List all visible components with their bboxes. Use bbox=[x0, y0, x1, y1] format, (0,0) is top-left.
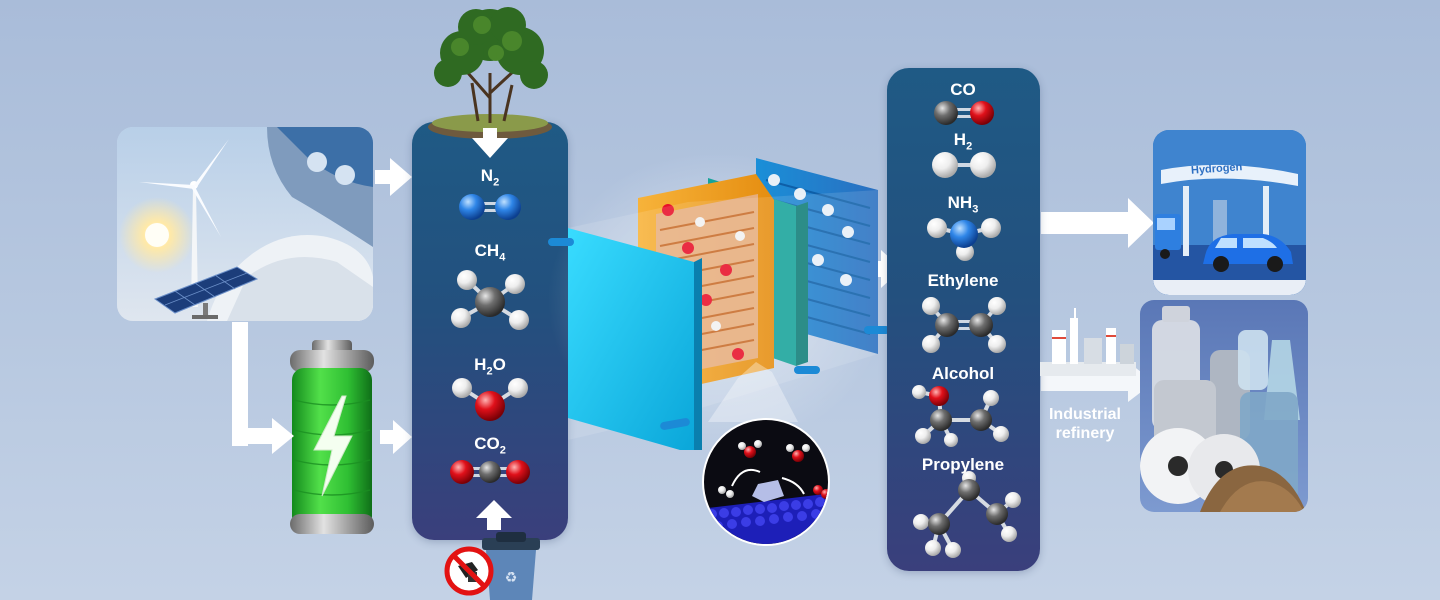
arrow-energy-to-battery bbox=[232, 322, 294, 454]
svg-text:♻: ♻ bbox=[505, 569, 518, 585]
arrow-energy-to-feedstock bbox=[375, 158, 412, 196]
molecule-co2 bbox=[450, 460, 530, 484]
tree-icon bbox=[428, 7, 552, 139]
hydrogen-station-image: Hydrogen bbox=[1153, 130, 1306, 295]
molecule-h2 bbox=[932, 152, 996, 178]
electrolyzer-stack bbox=[548, 150, 890, 450]
label-co: CO bbox=[950, 80, 976, 99]
label-h2: H2 bbox=[953, 130, 973, 153]
molecule-ch4 bbox=[451, 270, 529, 330]
molecule-h2o bbox=[452, 378, 528, 421]
refinery-icon bbox=[1040, 308, 1136, 376]
catalyst-zoom-circle bbox=[702, 418, 830, 546]
refinery-caption: Industrial refinery bbox=[1048, 406, 1121, 442]
battery-icon bbox=[290, 340, 374, 534]
renewable-energy-image bbox=[117, 127, 373, 321]
lightning-bolt-icon bbox=[313, 395, 353, 497]
materials-products-image bbox=[1140, 300, 1308, 512]
arrow-battery-to-feedstock bbox=[380, 420, 412, 454]
recycle-bin-icon: ♻ bbox=[482, 532, 540, 600]
molecule-propylene bbox=[913, 471, 1021, 558]
arrow-products-to-hydrogen-station bbox=[1041, 198, 1154, 248]
label-co2: CO2 bbox=[474, 434, 506, 457]
label-h2o: H2O bbox=[474, 355, 506, 378]
label-alcohol: Alcohol bbox=[931, 364, 995, 383]
label-nh3: NH3 bbox=[947, 193, 979, 216]
molecule-nh3 bbox=[927, 218, 1001, 261]
label-ch4: CH4 bbox=[474, 241, 506, 264]
arrow-bin-to-co2 bbox=[476, 500, 512, 530]
molecule-alcohol bbox=[912, 385, 1009, 447]
molecule-ethylene bbox=[922, 297, 1006, 353]
front-end-plate bbox=[568, 228, 694, 450]
label-n2: N2 bbox=[480, 166, 500, 189]
molecule-n2 bbox=[459, 194, 521, 220]
arrow-tree-to-n2 bbox=[472, 128, 508, 158]
label-ethylene: Ethylene bbox=[927, 271, 999, 290]
no-littering-icon bbox=[444, 546, 494, 596]
label-propylene: Propylene bbox=[921, 455, 1005, 474]
molecule-co bbox=[934, 101, 994, 125]
